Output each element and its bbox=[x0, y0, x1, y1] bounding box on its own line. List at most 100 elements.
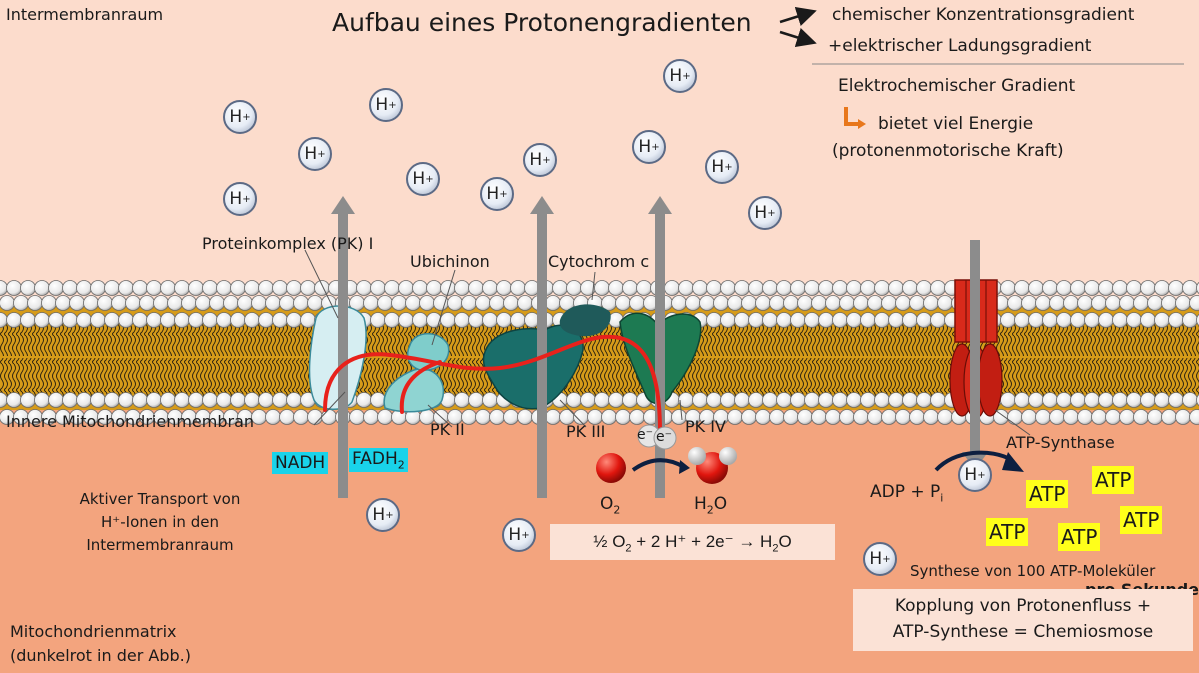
proton-icon: H+ bbox=[958, 458, 992, 492]
phospholipid-head bbox=[769, 295, 785, 311]
atp-badge: ATP bbox=[1058, 523, 1101, 551]
phospholipid-head bbox=[1056, 392, 1072, 408]
phospholipid-head bbox=[776, 280, 792, 296]
phospholipid-head bbox=[377, 409, 393, 425]
active-transport-line-2: H⁺-Ionen in den bbox=[101, 513, 219, 531]
phospholipid-head bbox=[475, 295, 491, 311]
phospholipid-head bbox=[1028, 280, 1044, 296]
phospholipid-head bbox=[503, 409, 519, 425]
phospholipid-head bbox=[748, 392, 764, 408]
lipid-tails-bottom bbox=[0, 358, 1199, 398]
phospholipid-head bbox=[1035, 409, 1051, 425]
phospholipid-head bbox=[377, 295, 393, 311]
phospholipid-head bbox=[937, 409, 953, 425]
phospholipid-head bbox=[146, 312, 162, 328]
orange-arrow-icon bbox=[844, 107, 860, 126]
phospholipid-head bbox=[482, 312, 498, 328]
ubichinon-label: Ubichinon bbox=[410, 252, 490, 271]
phospholipid-head bbox=[314, 280, 330, 296]
phospholipid-head bbox=[132, 392, 148, 408]
phospholipid-head bbox=[440, 312, 456, 328]
phospholipid-head bbox=[90, 312, 106, 328]
phospholipid-head bbox=[1189, 409, 1199, 425]
electron-path bbox=[323, 334, 662, 434]
phospholipid-head bbox=[125, 295, 141, 311]
proton-icon: H+ bbox=[223, 182, 257, 216]
phospholipid-head bbox=[27, 295, 43, 311]
phospholipid-head bbox=[622, 280, 638, 296]
pk4-label: PK IV bbox=[685, 417, 726, 436]
phospholipid-head bbox=[1070, 312, 1086, 328]
phospholipid-head bbox=[825, 409, 841, 425]
phospholipid-head bbox=[832, 312, 848, 328]
phospholipid-head bbox=[888, 392, 904, 408]
synthesis-text: Synthese von 100 ATP-Moleküler bbox=[910, 562, 1156, 580]
phospholipid-head bbox=[811, 409, 827, 425]
phospholipid-head bbox=[937, 295, 953, 311]
phospholipid-head bbox=[1189, 295, 1199, 311]
proton-icon: H+ bbox=[523, 143, 557, 177]
intermembrane-label: Intermembranraum bbox=[6, 5, 164, 24]
phospholipid-head bbox=[475, 409, 491, 425]
phospholipid-head bbox=[174, 280, 190, 296]
phospholipid-head bbox=[146, 280, 162, 296]
phospholipid-head bbox=[223, 295, 239, 311]
phospholipid-head bbox=[1021, 295, 1037, 311]
phospholipid-head bbox=[496, 280, 512, 296]
phospholipid-head bbox=[356, 392, 372, 408]
phospholipid-head bbox=[846, 312, 862, 328]
adp-label: ADP + Pi bbox=[870, 482, 944, 505]
phospholipid-head bbox=[874, 280, 890, 296]
phospholipid-head bbox=[1021, 409, 1037, 425]
proton-icon: H+ bbox=[748, 196, 782, 230]
atp-badge: ATP bbox=[986, 518, 1029, 546]
phospholipid-head bbox=[454, 312, 470, 328]
phospholipid-head bbox=[216, 392, 232, 408]
phospholipid-head bbox=[34, 312, 50, 328]
proton-icon: H+ bbox=[863, 542, 897, 576]
phospholipid-head bbox=[258, 280, 274, 296]
phospholipid-head bbox=[468, 280, 484, 296]
phospholipid-head bbox=[482, 280, 498, 296]
nadh-label: NADH bbox=[272, 452, 329, 474]
phospholipid-head bbox=[608, 392, 624, 408]
phospholipid-head bbox=[825, 295, 841, 311]
phospholipid-head bbox=[384, 312, 400, 328]
phospholipid-head bbox=[188, 392, 204, 408]
equation-box: ½ O2 + 2 H⁺ + 2e⁻ → H2O bbox=[550, 524, 835, 560]
phospholipid-head bbox=[230, 280, 246, 296]
phospholipid-head bbox=[300, 280, 316, 296]
phospholipid-head bbox=[517, 409, 533, 425]
phospholipid-head bbox=[370, 392, 386, 408]
phospholipid-head bbox=[713, 295, 729, 311]
phospholipid-head bbox=[832, 392, 848, 408]
phospholipid-head bbox=[1147, 409, 1163, 425]
phospholipid-head bbox=[818, 280, 834, 296]
proton-icon: H+ bbox=[406, 162, 440, 196]
phospholipid-head bbox=[1000, 312, 1016, 328]
electrochem-gradient: Elektrochemischer Gradient bbox=[838, 76, 1076, 96]
phospholipid-head bbox=[804, 312, 820, 328]
phospholipid-head bbox=[209, 295, 225, 311]
phospholipid-head bbox=[230, 392, 246, 408]
phospholipid-head bbox=[272, 312, 288, 328]
phospholipid-head bbox=[755, 409, 771, 425]
phospholipid-head bbox=[244, 392, 260, 408]
phospholipid-head bbox=[237, 295, 253, 311]
phospholipid-head bbox=[1154, 280, 1170, 296]
phospholipid-head bbox=[1140, 312, 1156, 328]
phospholipid-head bbox=[552, 280, 568, 296]
pk2-label: PK II bbox=[430, 420, 465, 439]
phospholipid-head bbox=[503, 295, 519, 311]
phospholipid-head bbox=[62, 312, 78, 328]
electron-label-2: e⁻ bbox=[656, 429, 673, 445]
phospholipid-head bbox=[853, 409, 869, 425]
page-title: Aufbau eines Protonengradienten bbox=[332, 8, 752, 37]
phospholipid-head bbox=[496, 312, 512, 328]
phospholipid-head bbox=[804, 392, 820, 408]
phospholipid-head bbox=[482, 392, 498, 408]
phospholipid-head bbox=[118, 280, 134, 296]
phospholipid-head bbox=[258, 392, 274, 408]
phospholipid-head bbox=[454, 280, 470, 296]
phospholipid-head bbox=[1007, 295, 1023, 311]
